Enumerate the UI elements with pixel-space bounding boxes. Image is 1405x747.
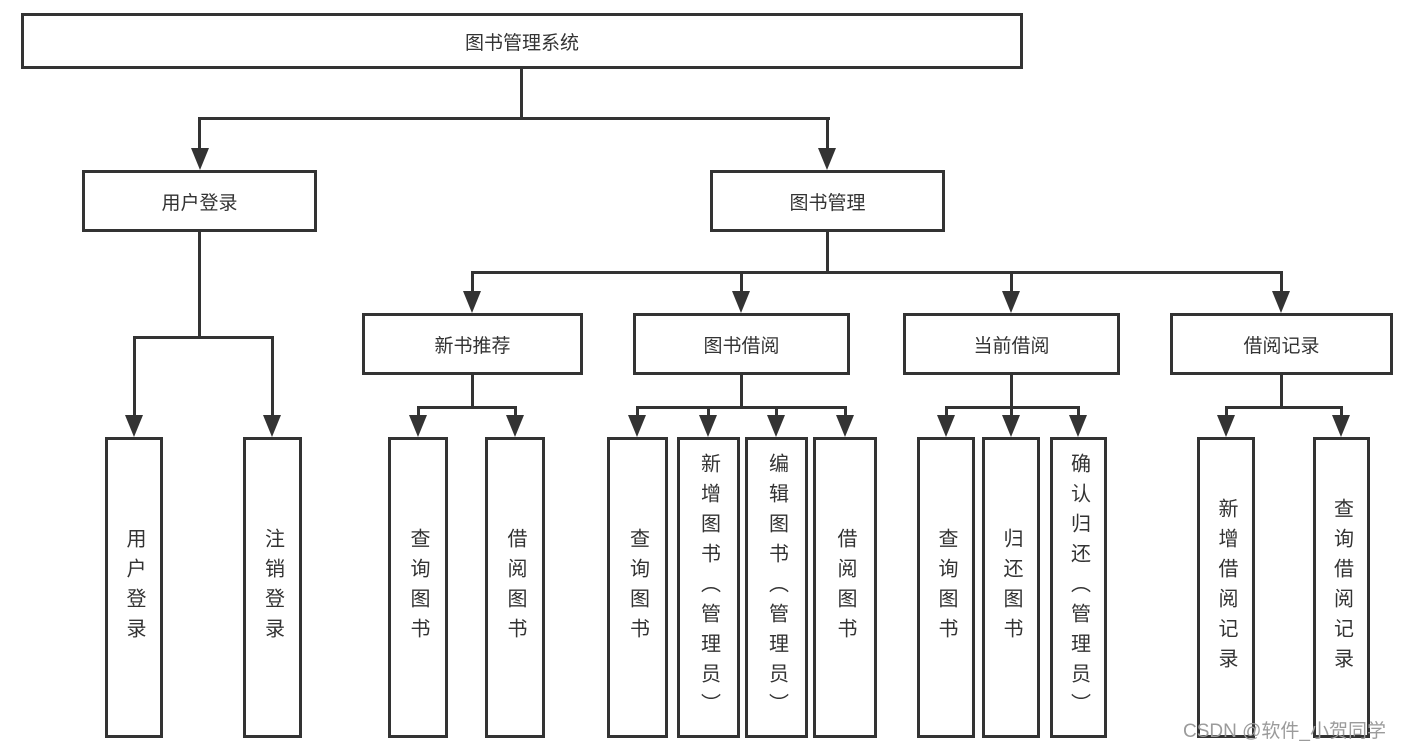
arrowhead-down-icon bbox=[937, 415, 955, 437]
leaf-br-query-record: 查询借阅记录 bbox=[1313, 437, 1370, 738]
arrowhead-down-icon bbox=[1002, 415, 1020, 437]
leaf-cb-return-books: 归还图书 bbox=[982, 437, 1040, 738]
leaf-br-add-record: 新增借阅记录 bbox=[1197, 437, 1255, 738]
connector-records-rail bbox=[1225, 406, 1343, 409]
connector-userlogin-rail bbox=[133, 336, 274, 339]
connector-current-stem bbox=[1010, 375, 1013, 407]
connector-shaft bbox=[417, 406, 420, 416]
arrowhead-down-icon bbox=[463, 291, 481, 313]
connector-shaft bbox=[844, 406, 847, 416]
leaf-logout: 注销登录 bbox=[243, 437, 302, 738]
arrowhead-down-icon bbox=[628, 415, 646, 437]
connector-records-stem bbox=[1280, 375, 1283, 407]
node-new-book-recommendation: 新书推荐 bbox=[362, 313, 583, 375]
arrowhead-down-icon bbox=[818, 148, 836, 170]
connector-shaft bbox=[198, 117, 201, 150]
leaf-bb-query-books: 查询图书 bbox=[607, 437, 668, 738]
leaf-bb-borrow-books: 借阅图书 bbox=[813, 437, 877, 738]
connector-shaft bbox=[1225, 406, 1228, 416]
arrowhead-down-icon bbox=[125, 415, 143, 437]
connector-shaft bbox=[775, 406, 778, 416]
connector-shaft bbox=[826, 117, 829, 150]
node-book-borrowing: 图书借阅 bbox=[633, 313, 850, 375]
csdn-watermark: CSDN @软件_小贺同学 bbox=[1183, 721, 1386, 742]
connector-shaft bbox=[133, 336, 136, 416]
arrowhead-down-icon bbox=[263, 415, 281, 437]
connector-shaft bbox=[740, 271, 743, 292]
connector-root-stem bbox=[520, 69, 523, 118]
connector-shaft bbox=[471, 271, 474, 292]
arrowhead-down-icon bbox=[732, 291, 750, 313]
connector-bookmgmt-stem bbox=[826, 232, 829, 272]
connector-shaft bbox=[707, 406, 710, 416]
leaf-user-login: 用户登录 bbox=[105, 437, 163, 738]
connector-borrow-stem bbox=[740, 375, 743, 407]
leaf-cb-query-books: 查询图书 bbox=[917, 437, 975, 738]
arrowhead-down-icon bbox=[1217, 415, 1235, 437]
leaf-bb-edit-books-admin: 编辑图书（管理员） bbox=[745, 437, 808, 738]
node-borrowing-records: 借阅记录 bbox=[1170, 313, 1393, 375]
connector-shaft bbox=[271, 336, 274, 416]
connector-newbook-stem bbox=[471, 375, 474, 407]
arrowhead-down-icon bbox=[836, 415, 854, 437]
connector-shaft bbox=[1077, 406, 1080, 416]
connector-shaft bbox=[945, 406, 948, 416]
arrowhead-down-icon bbox=[506, 415, 524, 437]
node-root-book-management-system: 图书管理系统 bbox=[21, 13, 1023, 69]
arrowhead-down-icon bbox=[1272, 291, 1290, 313]
connector-shaft bbox=[1280, 271, 1283, 292]
leaf-cb-confirm-return-admin: 确认归还（管理员） bbox=[1050, 437, 1107, 738]
arrowhead-down-icon bbox=[409, 415, 427, 437]
connector-userlogin-stem bbox=[198, 232, 201, 336]
arrowhead-down-icon bbox=[191, 148, 209, 170]
leaf-bb-add-books-admin: 新增图书（管理员） bbox=[677, 437, 740, 738]
leaf-nb-borrow-books: 借阅图书 bbox=[485, 437, 545, 738]
connector-root-rail bbox=[198, 117, 830, 120]
connector-shaft bbox=[1340, 406, 1343, 416]
node-current-borrowing: 当前借阅 bbox=[903, 313, 1120, 375]
connector-shaft bbox=[514, 406, 517, 416]
arrowhead-down-icon bbox=[1069, 415, 1087, 437]
connector-shaft bbox=[636, 406, 639, 416]
node-user-login: 用户登录 bbox=[82, 170, 317, 232]
node-book-management: 图书管理 bbox=[710, 170, 945, 232]
arrowhead-down-icon bbox=[1332, 415, 1350, 437]
arrowhead-down-icon bbox=[1002, 291, 1020, 313]
connector-shaft bbox=[1010, 271, 1013, 292]
arrowhead-down-icon bbox=[767, 415, 785, 437]
leaf-nb-query-books: 查询图书 bbox=[388, 437, 448, 738]
connector-shaft bbox=[1010, 406, 1013, 416]
connector-newbook-rail bbox=[417, 406, 517, 409]
connector-bookmgmt-rail bbox=[471, 271, 1283, 274]
connector-borrow-rail bbox=[636, 406, 847, 409]
arrowhead-down-icon bbox=[699, 415, 717, 437]
